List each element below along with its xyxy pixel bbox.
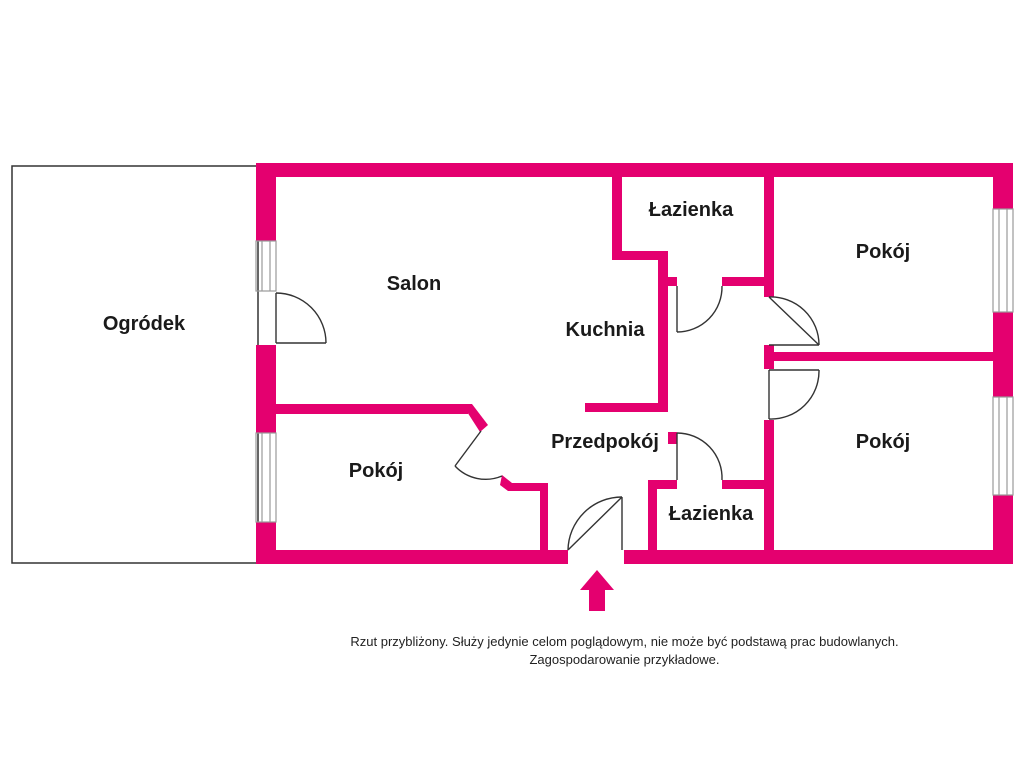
room-label-bathroom-bottom: Łazienka <box>669 503 754 525</box>
room-label-hallway: Przedpokój <box>551 431 659 453</box>
wall-right-1 <box>993 163 1013 209</box>
doors <box>275 285 820 551</box>
door-bathroom-top <box>676 285 723 333</box>
door-bottom-left-room <box>454 430 503 480</box>
window-left-top <box>255 240 277 292</box>
wall-left-2 <box>256 345 276 433</box>
room-label-bathroom-top: Łazienka <box>649 199 734 221</box>
wall-right-2 <box>993 312 1013 397</box>
wall-lazienka-right-stub <box>668 277 677 286</box>
wall-outer-top <box>256 163 1013 177</box>
wall-pokoj-stub <box>500 475 548 550</box>
window-right-top <box>992 208 1014 313</box>
window-right-bottom <box>992 396 1014 496</box>
wall-kuchnia-right <box>658 251 668 411</box>
disclaimer-line-2: Zagospodarowanie przykładowe. <box>529 652 720 667</box>
door-bathroom-bottom <box>676 432 723 481</box>
wall-pokoj-divider <box>774 352 993 361</box>
wall-right-3 <box>993 495 1013 564</box>
garden-area <box>11 165 259 564</box>
door-garden <box>275 292 327 344</box>
wall-outer-bottom-left <box>256 550 568 564</box>
wall-kuchnia-bottom <box>585 403 668 412</box>
wall-lazienka2-stub <box>668 432 677 444</box>
wall-lazienka-bottom-right <box>722 277 773 286</box>
wall-corridor-right-top <box>764 177 774 297</box>
room-label-kitchen: Kuchnia <box>566 319 646 341</box>
windows <box>255 208 1014 523</box>
room-label-living-room: Salon <box>387 273 441 295</box>
arrow-up-icon <box>580 570 614 611</box>
door-room-bottom-right <box>768 369 820 420</box>
walls <box>256 163 1013 564</box>
wall-lazienka2-left <box>648 480 657 550</box>
room-label-room-bottom-left: Pokój <box>349 460 403 482</box>
wall-salon-bottom <box>276 404 468 414</box>
wall-diagonal <box>462 404 488 432</box>
disclaimer: Rzut przybliżony. Służy jedynie celom po… <box>0 633 1024 669</box>
window-left-bottom <box>255 432 277 523</box>
wall-corridor-right-mid <box>764 345 774 369</box>
wall-outer-bottom-right <box>624 550 1013 564</box>
room-label-garden: Ogródek <box>103 313 186 335</box>
door-entrance <box>567 496 623 551</box>
door-room-top-right <box>768 296 820 346</box>
wall-left-3 <box>256 522 276 564</box>
wall-left-1 <box>256 163 276 241</box>
wall-lazienka2-top-left <box>648 480 677 489</box>
room-label-room-bottom-right: Pokój <box>856 431 910 453</box>
wall-lazienka2-top-right <box>722 480 774 489</box>
wall-lazienka-bottom <box>612 251 668 260</box>
room-label-room-top-right: Pokój <box>856 241 910 263</box>
disclaimer-line-1: Rzut przybliżony. Służy jedynie celom po… <box>350 634 899 649</box>
wall-lazienka-left <box>612 177 622 260</box>
